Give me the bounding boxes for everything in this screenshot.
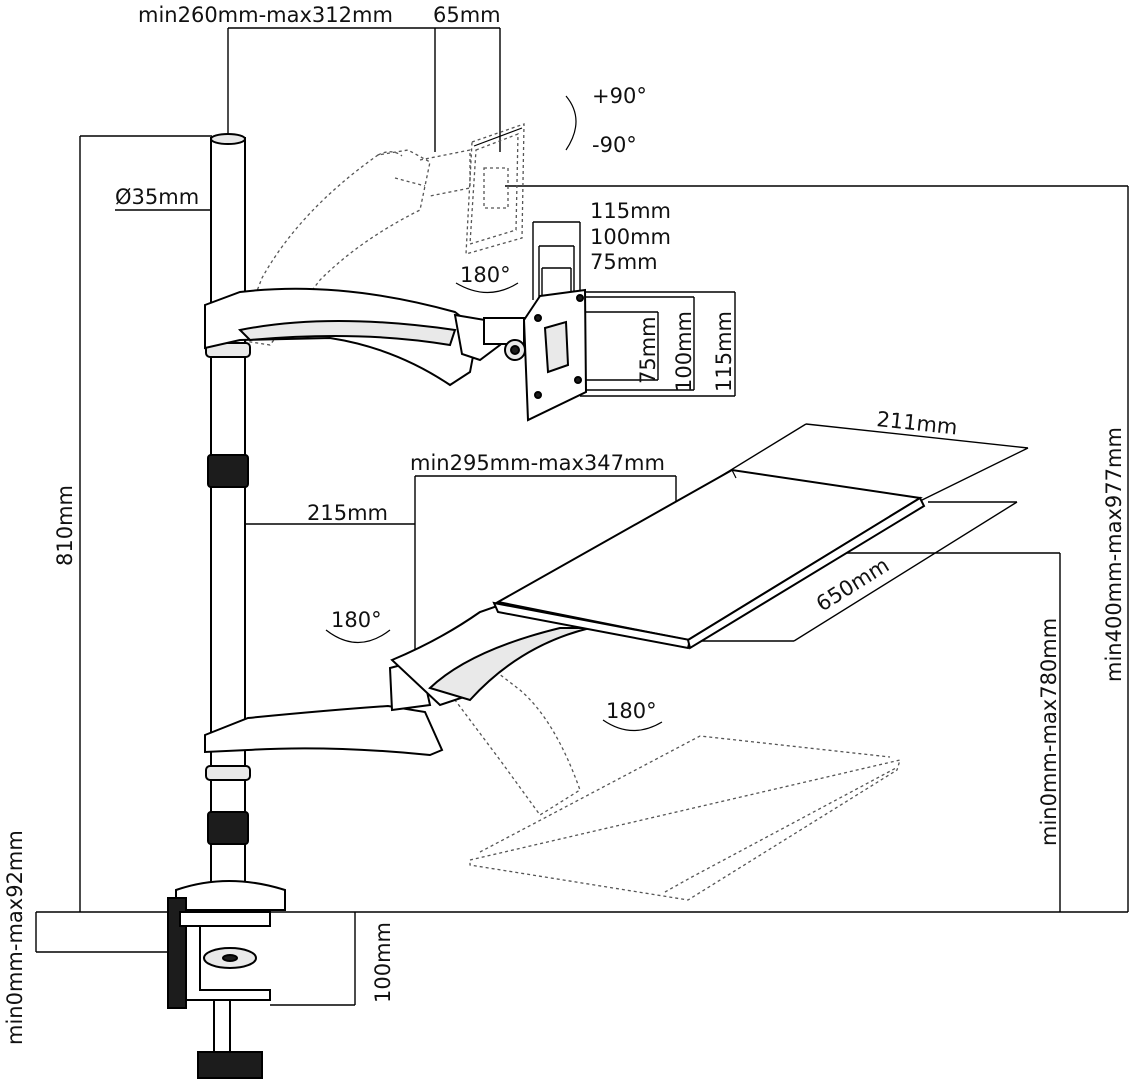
label-vesa-v-115: 115mm	[712, 311, 736, 392]
desk-clamp	[167, 880, 286, 1079]
label-vesa-h-100: 100mm	[590, 225, 671, 249]
label-vesa-v-100: 100mm	[672, 311, 696, 392]
label-tilt-up: +90°	[592, 84, 647, 108]
label-clamp-thickness: min0mm-max92mm	[3, 830, 27, 1045]
vesa-plate	[522, 288, 588, 422]
rotation-arrows	[325, 95, 663, 732]
label-tilt-offset: 65mm	[433, 3, 501, 27]
label-tray-arm-reach: min295mm-max347mm	[410, 451, 665, 475]
label-vesa-v-75: 75mm	[636, 316, 660, 384]
label-clamp-depth: 100mm	[371, 922, 395, 1003]
label-vesa-h-115: 115mm	[590, 199, 671, 223]
pole	[205, 133, 251, 889]
keyboard-tray	[492, 468, 926, 650]
label-tray-height-range: min0mm-max780mm	[1037, 618, 1061, 846]
dimension-lines	[35, 27, 1129, 1006]
label-total-height: 810mm	[53, 485, 77, 566]
monitor-arm	[204, 287, 526, 387]
ghost-positions	[237, 123, 901, 901]
label-monitor-height-range: min400mm-max977mm	[1102, 427, 1126, 682]
label-tray-rotate: 180°	[606, 699, 657, 723]
keyboard-arm	[204, 603, 594, 757]
label-pole-offset: min260mm-max312mm	[138, 3, 393, 27]
label-pole-diameter: Ø35mm	[115, 185, 199, 209]
label-arm-offset: 215mm	[307, 501, 388, 525]
dimension-labels: min260mm-max312mm 65mm +90° -90° Ø35mm 1…	[3, 3, 1126, 1045]
label-tilt-down: -90°	[592, 133, 637, 157]
label-arm-rotate: 180°	[331, 608, 382, 632]
label-vesa-h-75: 75mm	[590, 250, 658, 274]
ghost-vesa-plate	[473, 127, 523, 147]
label-monitor-rotate: 180°	[460, 263, 511, 287]
label-tray-depth: 211mm	[875, 407, 958, 439]
